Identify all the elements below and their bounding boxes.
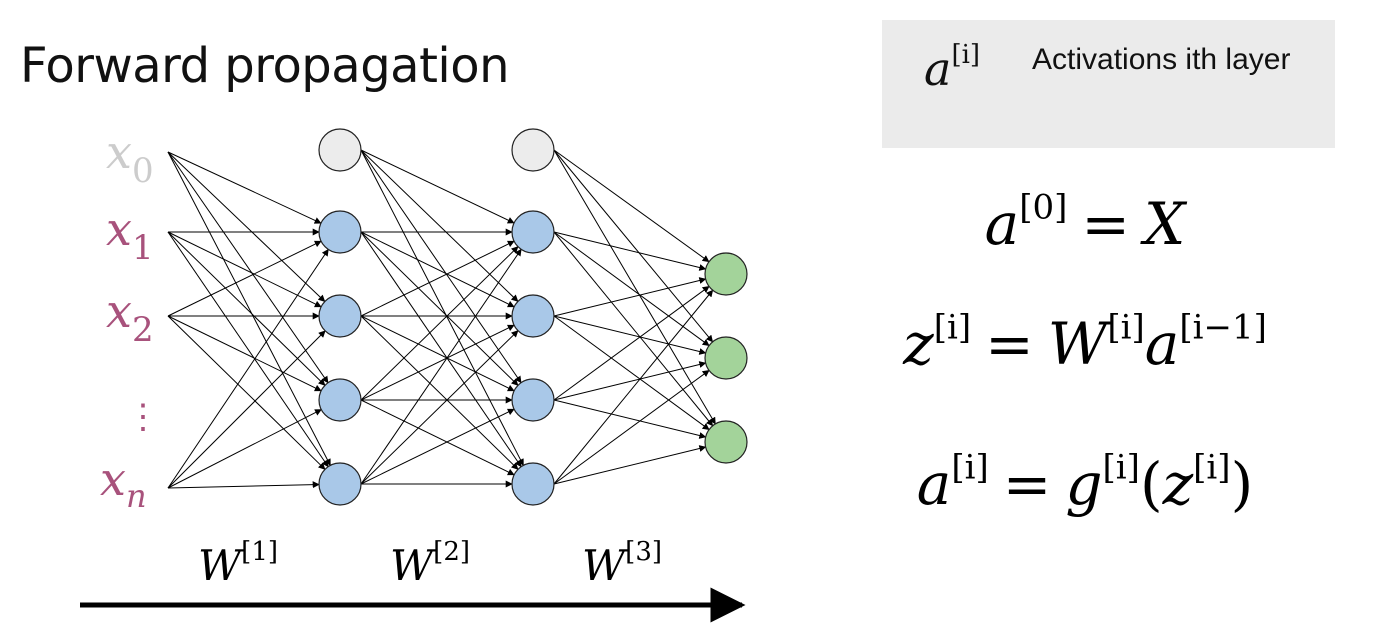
edge-hidden2-to-output	[553, 369, 710, 485]
edge-hidden1-to-hidden2	[360, 399, 515, 476]
hidden-node-layer2	[511, 294, 555, 338]
edge-hidden1-to-hidden2	[360, 240, 515, 317]
edge-hidden2-to-output	[553, 445, 707, 485]
edge-hidden2-to-output	[553, 289, 714, 485]
weight-label-w1: W[1]	[198, 537, 278, 590]
edge-hidden1-to-hidden2	[360, 149, 515, 224]
edge-hidden2-to-output	[553, 315, 707, 355]
bias-node-layer2	[511, 128, 555, 172]
edge-hidden1-to-hidden2	[360, 231, 519, 386]
input-label-xn: xn	[100, 452, 147, 515]
hidden-node-layer1	[318, 462, 362, 506]
input-label-x0: x0	[106, 125, 154, 191]
edge-hidden2-to-output	[553, 231, 710, 347]
hidden-node-layer2	[511, 462, 555, 506]
edge-hidden1-to-hidden2	[360, 315, 515, 392]
edge-input-to-hidden1	[167, 151, 331, 466]
edge-hidden2-to-output	[553, 149, 716, 425]
page-title: Forward propagation	[20, 38, 510, 94]
weight-label-w3: W[3]	[582, 537, 662, 590]
edge-hidden1-to-hidden2	[360, 231, 522, 468]
edge-input-to-hidden1	[167, 151, 322, 224]
edge-input-to-hidden1	[167, 330, 326, 489]
definition-box: a[i] Activations ith layer	[882, 20, 1335, 148]
edge-hidden1-to-hidden2	[360, 149, 524, 466]
edge-input-to-hidden1	[167, 409, 322, 489]
edge-hidden2-to-output	[553, 149, 714, 343]
edge-input-to-hidden1	[167, 151, 329, 384]
definition-symbol: a[i]	[924, 39, 981, 96]
edge-input-to-hidden1	[167, 481, 320, 489]
edge-hidden2-to-output	[553, 315, 710, 431]
edge-input-to-hidden1	[167, 240, 322, 317]
output-node	[704, 336, 748, 380]
edge-hidden1-to-hidden2	[360, 408, 515, 485]
hidden-node-layer1	[318, 378, 362, 422]
edge-hidden2-to-output	[553, 231, 707, 271]
weight-label-w2: W[2]	[390, 537, 470, 590]
edge-input-to-hidden1	[167, 151, 326, 302]
input-label-x2: x2	[106, 284, 154, 350]
edge-hidden1-to-hidden2	[360, 149, 522, 384]
edge-hidden2-to-output	[553, 399, 707, 439]
edge-input-to-hidden1	[167, 315, 326, 470]
edge-input-to-hidden1	[167, 231, 322, 308]
edge-hidden1-to-hidden2	[360, 330, 519, 485]
input-label-x1: x1	[106, 202, 154, 268]
edge-input-to-hidden1	[167, 315, 322, 392]
edge-hidden2-to-output	[553, 149, 710, 263]
bias-node-layer1	[318, 128, 362, 172]
neuron-nodes	[318, 128, 748, 506]
edge-hidden2-to-output	[553, 285, 710, 401]
hidden-node-layer1	[318, 210, 362, 254]
edge-hidden1-to-hidden2	[360, 231, 515, 308]
hidden-node-layer1	[318, 294, 362, 338]
equation-a0-equals-x: a[0]=X	[984, 187, 1186, 258]
edge-hidden2-to-output	[553, 277, 707, 317]
edge-hidden1-to-hidden2	[360, 246, 519, 401]
edge-hidden2-to-output	[553, 361, 707, 401]
edge-input-to-hidden1	[167, 231, 329, 468]
hidden-node-layer2	[511, 210, 555, 254]
edge-hidden1-to-hidden2	[360, 248, 522, 485]
equation-a-equals-gz: a[i]=g[i](z[i])	[916, 447, 1254, 518]
edge-hidden2-to-output	[553, 231, 714, 427]
equation-z-equals-wa: z[i]=W[i]a[i−1]	[903, 307, 1267, 378]
output-node	[704, 420, 748, 464]
edge-hidden1-to-hidden2	[360, 315, 519, 470]
edge-input-to-hidden1	[167, 231, 326, 386]
edge-hidden1-to-hidden2	[360, 149, 519, 302]
hidden-node-layer2	[511, 378, 555, 422]
edge-hidden1-to-hidden2	[360, 324, 515, 401]
output-node	[704, 252, 748, 296]
connection-lines	[167, 149, 716, 489]
input-ellipsis: ⋮	[126, 397, 160, 437]
definition-text: Activations ith layer	[1032, 43, 1291, 76]
edge-input-to-hidden1	[167, 248, 329, 489]
